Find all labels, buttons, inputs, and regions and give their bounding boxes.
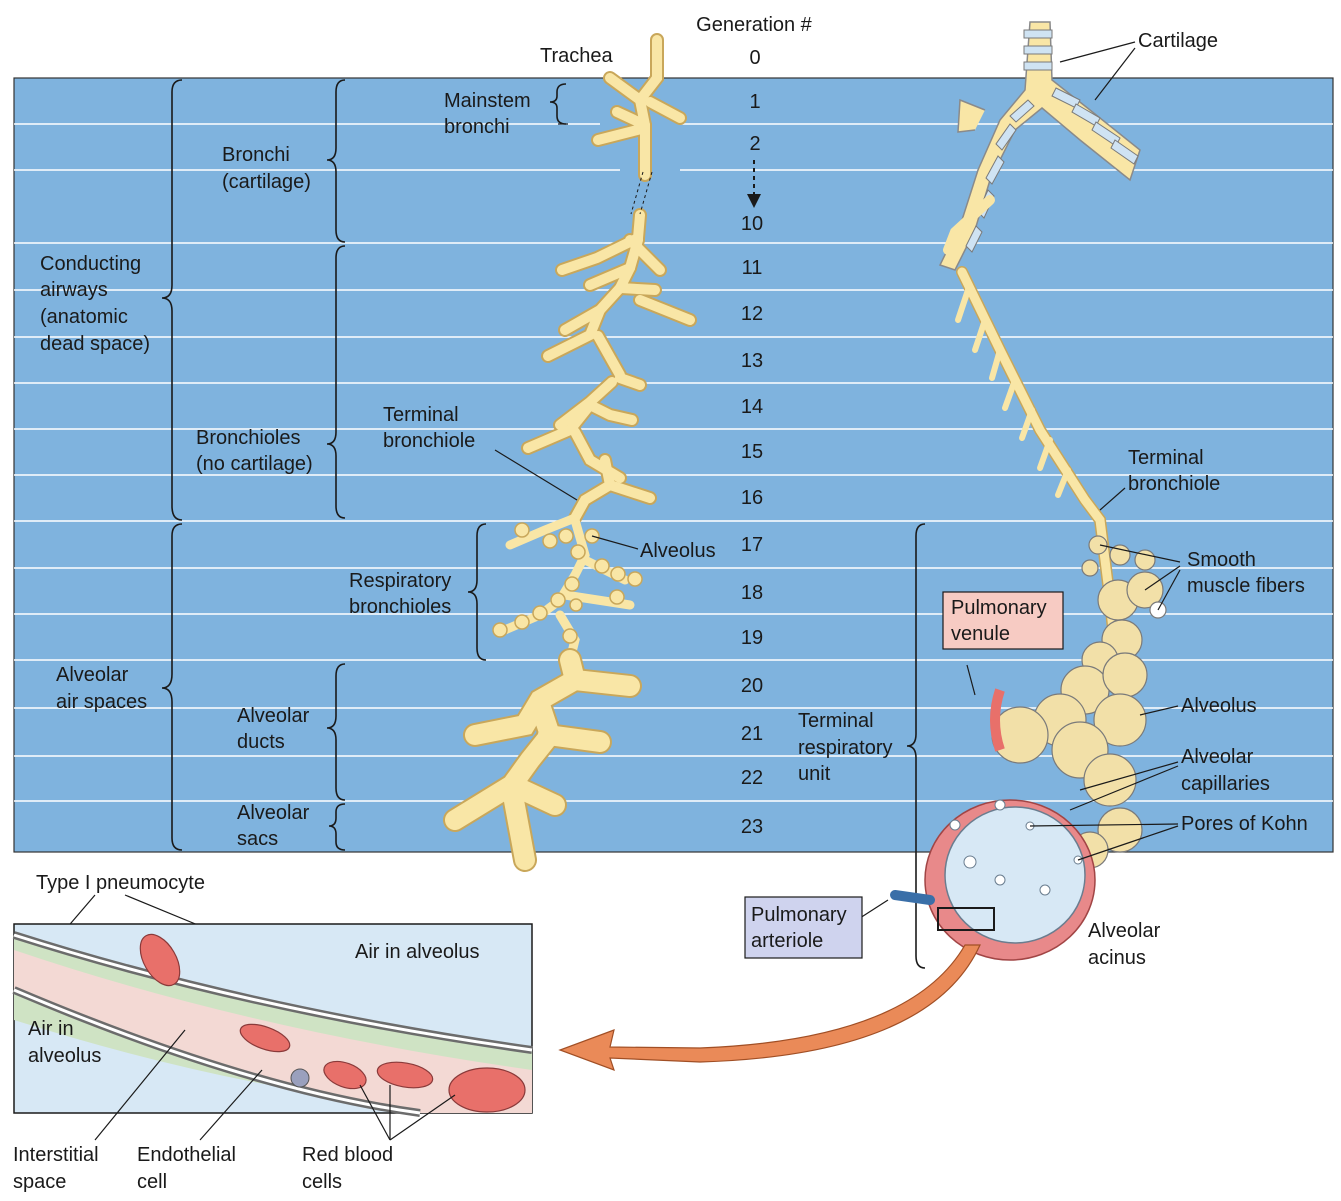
terminal-bronchiole-label-left: Terminal bronchiole — [383, 404, 475, 452]
conducting-airways-label: Conducting airways (anatomic dead space) — [40, 253, 150, 355]
cartilage-leader-lines — [1059, 41, 1136, 101]
svg-text:respiratory: respiratory — [798, 737, 892, 759]
svg-text:muscle fibers: muscle fibers — [1187, 575, 1305, 597]
generation-row-separators — [14, 123, 1333, 802]
svg-text:Endothelial: Endothelial — [137, 1144, 236, 1166]
cartilage-label: Cartilage — [1138, 30, 1218, 52]
bronchioles-label: Bronchioles (no cartilage) — [196, 427, 313, 475]
generation-number: 11 — [742, 257, 763, 279]
svg-text:bronchiole: bronchiole — [383, 430, 475, 452]
svg-text:Terminal: Terminal — [798, 710, 874, 732]
svg-text:Smooth: Smooth — [1187, 549, 1256, 571]
alveolar-capillary-inset — [12, 923, 533, 1117]
svg-text:cell: cell — [137, 1171, 167, 1193]
generation-number: 0 — [749, 47, 760, 69]
svg-text:sacs: sacs — [237, 828, 278, 850]
svg-text:Alveolar: Alveolar — [237, 802, 310, 824]
svg-text:(anatomic: (anatomic — [40, 306, 128, 328]
zoom-arrow — [558, 944, 981, 1071]
generation-number: 10 — [741, 213, 763, 235]
red-blood-cells-label: Red blood cells — [302, 1144, 393, 1193]
generation-numbers: 0 1 2 10 11 12 13 14 15 16 17 18 19 20 2… — [741, 47, 763, 838]
bronchi-label: Bronchi (cartilage) — [222, 144, 311, 193]
alveolar-capillaries-label: Alveolar capillaries — [1181, 746, 1270, 795]
generation-number: 21 — [741, 723, 763, 745]
svg-text:cells: cells — [302, 1171, 342, 1193]
alveolar-acinus-label: Alveolar acinus — [1088, 920, 1161, 969]
type1-pneumocyte-label: Type I pneumocyte — [36, 872, 205, 894]
svg-text:Pulmonary: Pulmonary — [751, 904, 847, 926]
svg-text:Alveolar: Alveolar — [56, 664, 129, 686]
pulmonary-venule-box: Pulmonary venule — [942, 591, 1064, 650]
generation-number: 22 — [741, 767, 763, 789]
svg-text:Alveolar: Alveolar — [1088, 920, 1161, 942]
svg-text:Alveolar: Alveolar — [237, 705, 310, 727]
generation-number: 14 — [741, 396, 763, 418]
svg-text:Red blood: Red blood — [302, 1144, 393, 1166]
branching-airway-tree — [443, 33, 697, 872]
inset-leader-lines — [94, 1029, 456, 1141]
svg-text:Terminal: Terminal — [1128, 447, 1204, 469]
generation-number: 19 — [741, 627, 763, 649]
pulmonary-arteriole-box: Pulmonary arteriole — [744, 896, 863, 959]
terminal-respiratory-unit-label: Terminal respiratory unit — [798, 710, 892, 785]
svg-text:airways: airways — [40, 279, 108, 301]
svg-text:Respiratory: Respiratory — [349, 570, 451, 592]
svg-text:acinus: acinus — [1088, 947, 1146, 969]
svg-text:Bronchi: Bronchi — [222, 144, 290, 166]
svg-text:space: space — [13, 1171, 66, 1193]
generation-title: Generation # — [696, 14, 813, 36]
generation-number: 13 — [741, 350, 763, 372]
svg-text:bronchi: bronchi — [444, 116, 510, 138]
ellipsis-arrow — [747, 160, 761, 208]
svg-text:Air in: Air in — [28, 1018, 74, 1040]
generation-number: 2 — [749, 133, 760, 155]
alveolar-air-spaces-label: Alveolar air spaces — [56, 664, 147, 713]
respiratory-bronchioles-label: Respiratory bronchioles — [349, 570, 451, 618]
svg-text:unit: unit — [798, 763, 831, 785]
generation-number: 20 — [741, 675, 763, 697]
svg-text:Bronchioles: Bronchioles — [196, 427, 301, 449]
generation-number: 16 — [741, 487, 763, 509]
svg-text:venule: venule — [951, 623, 1010, 645]
generation-number: 17 — [741, 534, 763, 556]
trachea-label: Trachea — [540, 45, 614, 67]
smooth-muscle-fibers-label: Smooth muscle fibers — [1187, 549, 1305, 597]
interstitial-space-label: Interstitial space — [13, 1144, 99, 1193]
air-in-alveolus-left-label: Air in alveolus — [28, 1018, 101, 1067]
svg-text:(no cartilage): (no cartilage) — [196, 453, 313, 475]
generation-number: 23 — [741, 816, 763, 838]
svg-text:Terminal: Terminal — [383, 404, 459, 426]
svg-text:Alveolar: Alveolar — [1181, 746, 1254, 768]
generation-number: 18 — [741, 582, 763, 604]
svg-text:bronchioles: bronchioles — [349, 596, 451, 618]
svg-text:Conducting: Conducting — [40, 253, 141, 275]
svg-text:alveolus: alveolus — [28, 1045, 101, 1067]
svg-text:bronchiole: bronchiole — [1128, 473, 1220, 495]
right-leader-lines — [494, 123, 1181, 919]
generation-number: 15 — [741, 441, 763, 463]
mainstem-bronchi-label: Mainstem bronchi — [444, 90, 531, 138]
cartilaginous-bronchi-illustration — [938, 21, 1141, 271]
pores-of-kohn-label: Pores of Kohn — [1181, 813, 1308, 835]
terminal-bronchiole-label-right: Terminal bronchiole — [1128, 447, 1220, 495]
svg-text:arteriole: arteriole — [751, 930, 823, 952]
svg-text:Interstitial: Interstitial — [13, 1144, 99, 1166]
alveolus-label-left: Alveolus — [640, 540, 716, 562]
svg-text:Pulmonary: Pulmonary — [951, 597, 1047, 619]
svg-text:ducts: ducts — [237, 731, 285, 753]
svg-text:Mainstem: Mainstem — [444, 90, 531, 112]
generation-number: 1 — [749, 91, 760, 113]
generation-number: 12 — [741, 303, 763, 325]
svg-text:air spaces: air spaces — [56, 691, 147, 713]
air-in-alveolus-top-label: Air in alveolus — [355, 941, 480, 963]
alveolar-ducts-label: Alveolar ducts — [237, 705, 310, 753]
alveolar-sacs-label: Alveolar sacs — [237, 802, 310, 850]
svg-text:capillaries: capillaries — [1181, 773, 1270, 795]
endothelial-cell-label: Endothelial cell — [137, 1144, 236, 1193]
svg-text:dead space): dead space) — [40, 333, 150, 355]
alveolus-label-right: Alveolus — [1181, 695, 1257, 717]
svg-text:(cartilage): (cartilage) — [222, 171, 311, 193]
